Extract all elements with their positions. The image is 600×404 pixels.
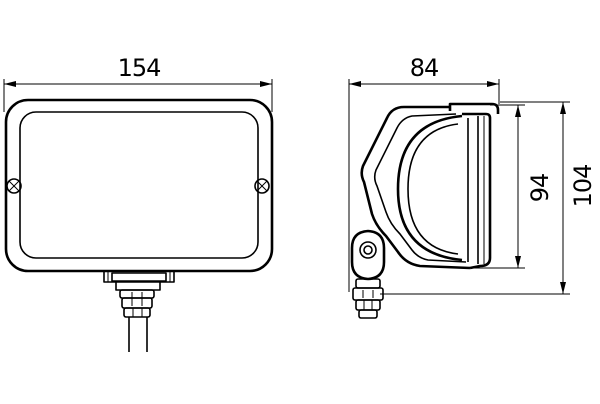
side-nut-bolt [352,278,384,319]
front-stem [128,317,148,352]
side-housing [360,102,500,270]
side-depth-label: 84 [410,54,439,82]
side-mounting-lug [350,229,386,281]
front-lens-outline [19,111,259,259]
side-view: 84 94 104 [348,54,597,319]
front-nut-bolt [119,289,155,318]
front-mounting-bracket [103,271,175,291]
front-width-dimension: 154 [3,54,273,112]
left-screw-icon [6,178,22,194]
front-view: 154 [3,54,274,352]
side-depth-dimension: 84 [348,54,500,292]
front-width-label: 154 [118,54,161,82]
side-height-94-dimension: 94 [470,104,554,269]
side-height-104-label: 104 [569,165,597,208]
front-housing-outline [4,98,274,273]
side-height-104-dimension: 104 [380,101,597,295]
right-screw-icon [254,178,270,194]
side-height-94-label: 94 [526,174,554,203]
